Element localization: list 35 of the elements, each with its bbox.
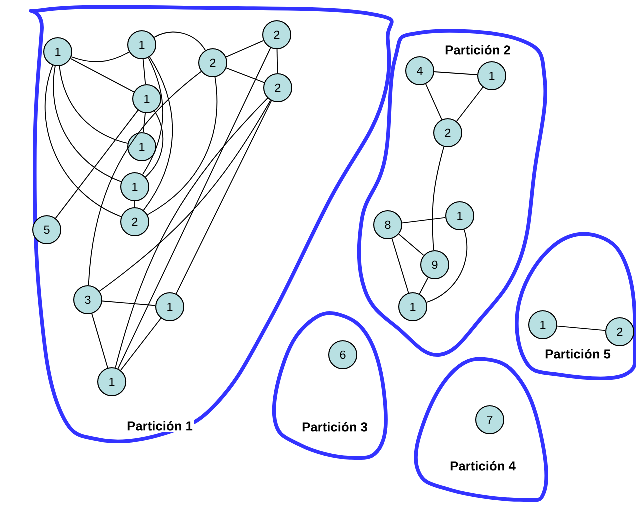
edge-line (99, 100, 272, 292)
edge-line (432, 146, 445, 251)
edge-line (142, 59, 146, 85)
edge-line (120, 318, 162, 371)
edge-line (145, 110, 164, 178)
edge-line (92, 313, 108, 369)
edge-line (402, 217, 446, 224)
edge-line (392, 238, 410, 294)
edge-line (44, 65, 122, 218)
edge-line (557, 326, 606, 332)
edge-line (426, 229, 468, 304)
edge-line (71, 52, 130, 62)
edge-line (456, 87, 484, 122)
edge-line (53, 66, 122, 182)
edge-line (143, 112, 146, 134)
edge-line (70, 58, 135, 93)
edge-line (226, 40, 264, 58)
edge-line (176, 100, 272, 294)
edge-line (143, 56, 174, 211)
edge-line (118, 48, 272, 370)
edge-line (102, 300, 156, 306)
edge-line (55, 110, 139, 219)
edge-line (115, 98, 268, 368)
edge-line (142, 57, 164, 176)
edge-line (276, 49, 278, 74)
edge-line (226, 68, 265, 84)
edge-line (419, 277, 429, 295)
edge-line (398, 234, 424, 256)
edge-line (59, 66, 128, 144)
edge-line (134, 201, 136, 208)
edge-line (88, 71, 202, 286)
edge-line (434, 72, 478, 76)
edge-line (154, 32, 206, 51)
edge-line (147, 76, 218, 216)
edge-line (426, 84, 442, 120)
